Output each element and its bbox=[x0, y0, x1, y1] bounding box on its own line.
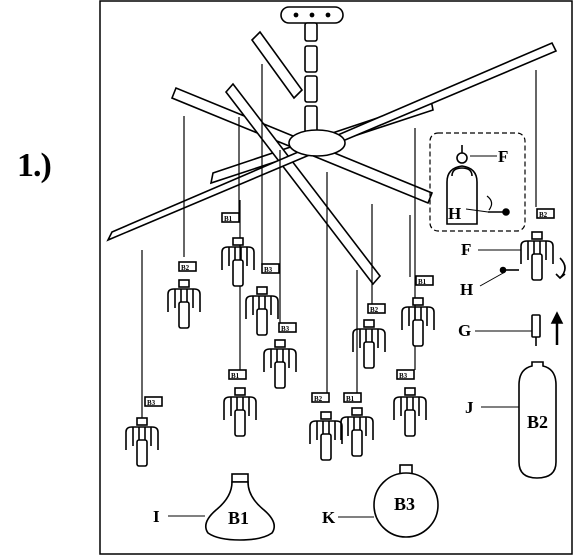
leader-lines bbox=[168, 155, 532, 518]
pendant-tag: B2 bbox=[314, 395, 323, 403]
pendant-tag: B1 bbox=[231, 372, 240, 380]
pendant-tag: B3 bbox=[147, 399, 156, 407]
label-i: I bbox=[153, 507, 160, 526]
center-hub bbox=[288, 129, 346, 157]
bulb-b3-label: B3 bbox=[394, 494, 415, 514]
pendant-tags: B2 B1 B3 B3 B1 B3 B2 B1 B2 B3 B1 B2 bbox=[144, 208, 555, 407]
pendant-cage bbox=[401, 297, 435, 347]
step-number: 1.) bbox=[17, 147, 52, 184]
pendant-tag: B1 bbox=[224, 215, 233, 223]
pendant-tag: B2 bbox=[181, 264, 190, 272]
bulb-b3-globe bbox=[373, 464, 439, 538]
label-h-inset: H bbox=[448, 204, 461, 223]
part-labels: F H F H G J K I bbox=[153, 147, 508, 527]
socket-g bbox=[531, 314, 541, 346]
label-j: J bbox=[465, 398, 474, 417]
pendant-cage bbox=[352, 319, 386, 369]
rotation-arrow bbox=[555, 257, 566, 280]
bulb-labels: B2 B3 B1 bbox=[228, 412, 548, 528]
pendant-tag: B3 bbox=[399, 372, 408, 380]
pendant-cage bbox=[393, 387, 427, 437]
up-arrow bbox=[550, 311, 564, 345]
label-f-inset: F bbox=[498, 147, 508, 166]
pendant-cords bbox=[141, 64, 537, 420]
pendant-tag: B1 bbox=[418, 278, 427, 286]
diagram-frame bbox=[99, 0, 573, 555]
label-f: F bbox=[461, 240, 471, 259]
pendant-cage bbox=[221, 237, 255, 287]
pendant-cage bbox=[245, 286, 279, 336]
pendant-cage bbox=[520, 231, 554, 281]
label-h: H bbox=[460, 280, 473, 299]
bulb-b1-flask bbox=[205, 473, 275, 541]
pendant-cage bbox=[309, 411, 343, 461]
detail-inset bbox=[429, 132, 526, 232]
pendant-cage bbox=[340, 407, 374, 457]
chandelier-arms bbox=[106, 30, 558, 286]
pendant-tag: B1 bbox=[346, 395, 355, 403]
label-g: G bbox=[458, 321, 471, 340]
screw-h bbox=[499, 266, 519, 274]
bulb-b1-label: B1 bbox=[228, 508, 249, 528]
pendant-tag: B2 bbox=[539, 211, 548, 219]
label-k: K bbox=[322, 508, 336, 527]
pendant-tag: B2 bbox=[370, 306, 379, 314]
down-rod bbox=[304, 22, 318, 133]
pendant-cage bbox=[223, 387, 257, 437]
pendant-tag: B3 bbox=[281, 325, 290, 333]
bulb-b2-label: B2 bbox=[527, 412, 548, 432]
ceiling-canopy bbox=[280, 6, 344, 24]
pendant-tag: B3 bbox=[264, 266, 273, 274]
pendant-cage bbox=[263, 339, 297, 389]
bulb-b2-tube bbox=[518, 361, 557, 479]
pendant-cage bbox=[167, 279, 201, 329]
pendant-cage bbox=[125, 417, 159, 467]
